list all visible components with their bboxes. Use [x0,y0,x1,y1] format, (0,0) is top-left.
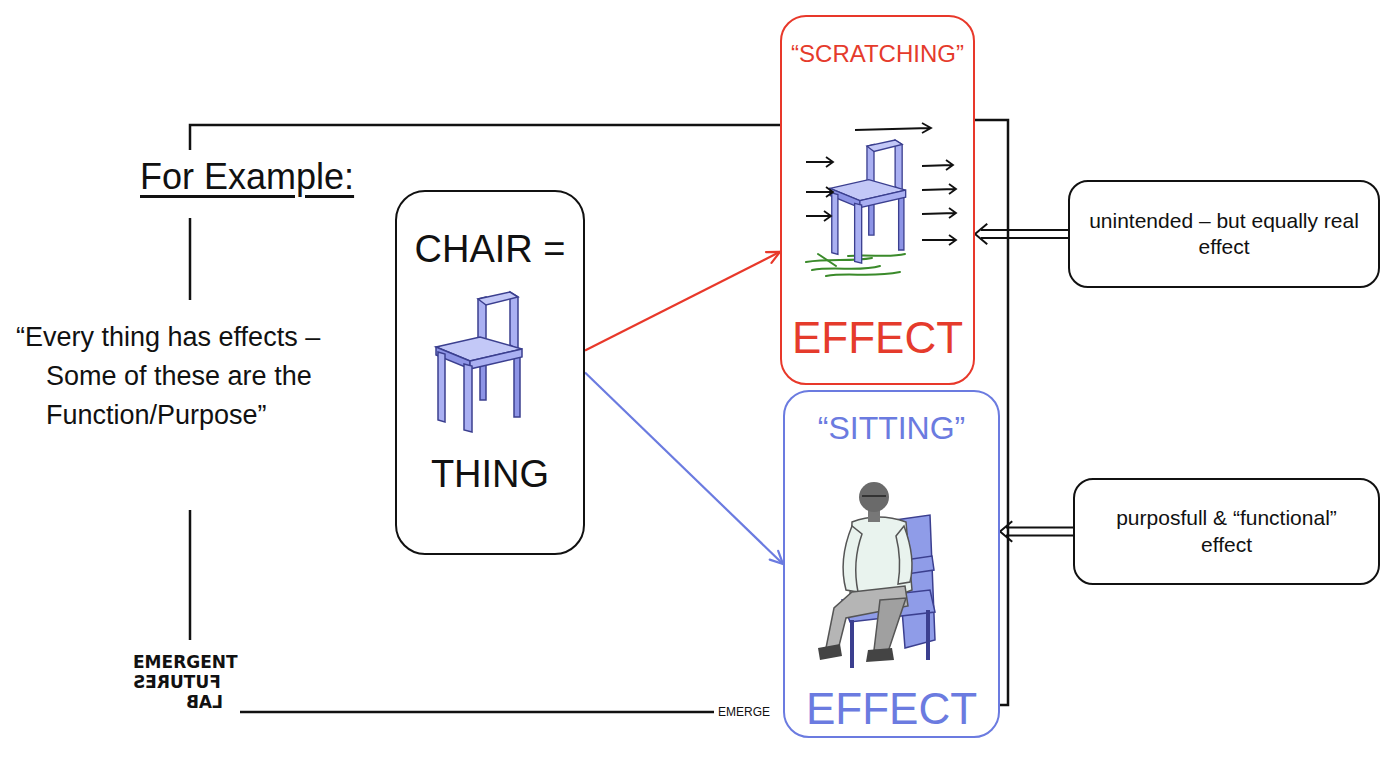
node-title: “SITTING” [818,412,966,446]
frame-line [240,711,714,714]
motion-arrows [806,123,956,245]
connector-line [1006,528,1073,536]
watermark-text: EMERGE [718,705,770,719]
sitting-illustration [818,482,935,668]
shoe [818,644,842,660]
leg [874,598,906,652]
scratching-illustration [806,123,956,276]
logo-text: EMERGENT [133,652,238,672]
connector-arrow [585,252,780,351]
frame-line [975,120,1008,705]
arrow-head [770,551,783,564]
arrow-head [766,252,780,263]
connector-line [585,252,780,351]
frame-line [189,510,192,640]
connector-arrow [975,224,1068,245]
connector-line [585,373,783,565]
node-title: purposfull & “functional” effect [1089,505,1364,558]
arm [896,526,912,584]
frame-bracket [190,120,1008,712]
arrow-head [975,224,987,245]
chair-illustration [830,140,906,263]
node-title: unintended – but equally real effect [1084,208,1364,261]
node-text: THING [431,455,549,495]
connector-arrow [1000,521,1073,542]
node-title: “SCRATCHING” [791,41,964,66]
heading-label: For Example: [140,156,354,198]
effect-box: “SITTING” EFFECT [783,390,1000,738]
quote-label: “Every thing has effects – Some of these… [8,318,380,435]
effect-box: “SCRATCHING” EFFECT [780,15,975,385]
frame-line [190,125,780,150]
logo-text: LAB [186,692,223,712]
armchair-leg [926,610,930,660]
callout-box: unintended – but equally real effect [1068,180,1380,288]
node-title: CHAIR = [415,230,566,270]
thing-box: CHAIR = THING [395,190,585,555]
shoe [866,648,894,662]
connector-arrow [585,373,783,565]
callout-box: purposfull & “functional” effect [1073,478,1380,585]
head [859,482,889,512]
node-text: EFFECT [792,315,963,361]
chair-illustration [436,292,522,432]
arm [843,526,862,592]
node-text: EFFECT [806,686,977,732]
glasses [862,495,886,497]
logo-text: FUTURES [133,672,221,692]
frame-line [189,218,192,300]
armchair-leg [850,620,854,668]
connector-line [981,230,1068,238]
arrow-head [1000,521,1012,542]
